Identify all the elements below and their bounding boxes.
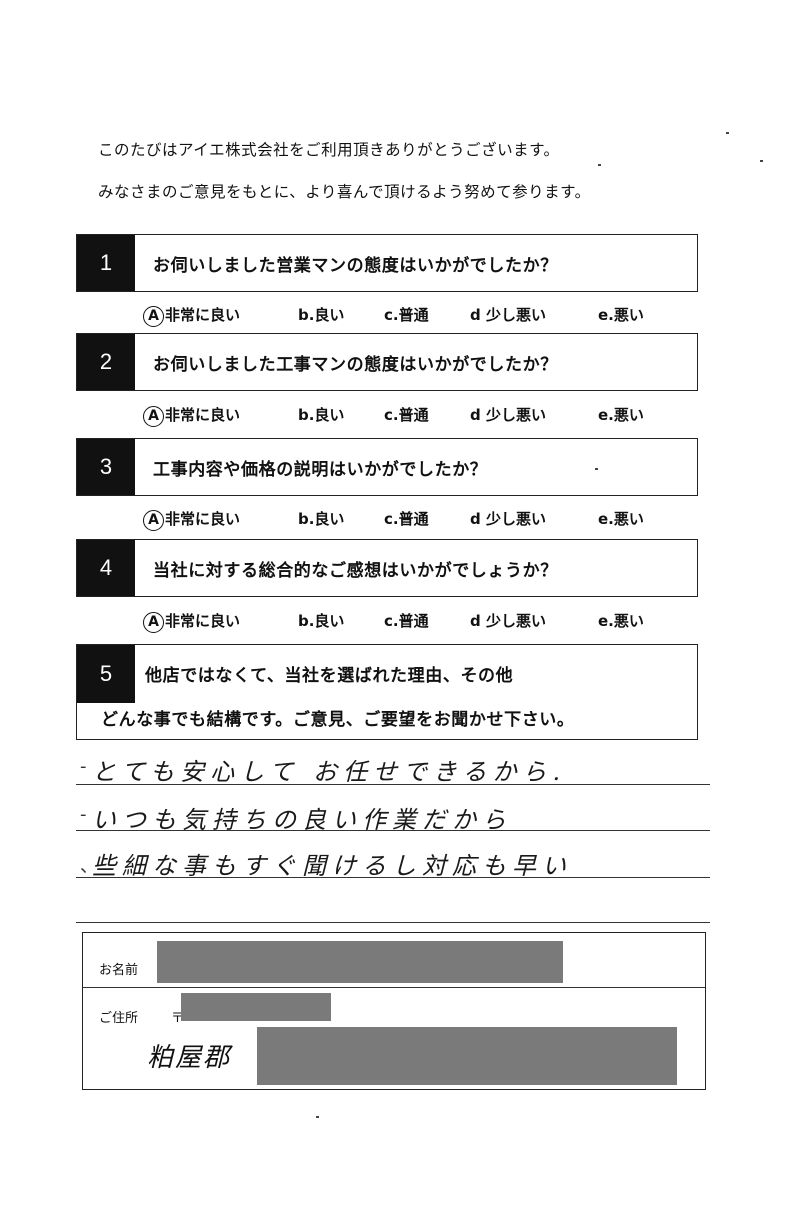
answer-mark: 、: [80, 856, 98, 877]
option-d[interactable]: d 少し悪い: [470, 406, 546, 424]
option-d[interactable]: d 少し悪い: [470, 510, 546, 528]
option-d[interactable]: d 少し悪い: [470, 306, 546, 324]
option-c[interactable]: c.普通: [384, 406, 429, 424]
option-a-circle-letter: A: [143, 510, 164, 531]
question-4: 4 当社に対する総合的なご感想はいかがでしょうか？: [76, 539, 698, 597]
redacted-name: [157, 941, 563, 983]
question-5: 5 他店ではなくて、当社を選ばれた理由、その他 どんな事でも結構です。ご意見、ご…: [76, 644, 698, 740]
handwritten-answer-2: いつも気持ちの良い作業だから: [92, 806, 512, 834]
info-divider: [83, 987, 705, 988]
handwritten-answer-3: 些細な事もすぐ聞けるし対応も早い: [92, 852, 572, 880]
option-b[interactable]: b.良い: [298, 306, 345, 324]
question-number: 4: [77, 540, 135, 596]
question-text: お伺いしました営業マンの態度はいかがでしたか？: [153, 255, 558, 276]
option-c[interactable]: c.普通: [384, 612, 429, 630]
option-e[interactable]: e.悪い: [598, 306, 644, 324]
option-a-circle-letter: A: [143, 306, 164, 327]
scan-speck: [598, 164, 601, 166]
handwritten-answer-1: とても安心して お任せできるから.: [92, 758, 567, 786]
option-b[interactable]: b.良い: [298, 406, 345, 424]
option-b[interactable]: b.良い: [298, 612, 345, 630]
scan-speck: [726, 132, 729, 134]
answer-rule: [76, 830, 710, 831]
scan-speck: [760, 160, 763, 162]
question-number: 5: [77, 645, 135, 703]
option-e[interactable]: e.悪い: [598, 406, 644, 424]
redacted-postal-code: [181, 993, 331, 1021]
answer-mark: -: [80, 804, 87, 825]
intro-line-1: このたびはアイエ株式会社をご利用頂きありがとうございます。: [98, 141, 560, 159]
option-c[interactable]: c.普通: [384, 510, 429, 528]
option-e[interactable]: e.悪い: [598, 510, 644, 528]
question-5-text-line-1: 他店ではなくて、当社を選ばれた理由、その他: [145, 666, 514, 686]
handwritten-address: 粕屋郡: [147, 1043, 232, 1073]
postal-mark: 〒: [171, 1011, 185, 1026]
question-2: 2 お伺いしました工事マンの態度はいかがでしたか？: [76, 333, 698, 391]
option-d[interactable]: d 少し悪い: [470, 612, 546, 630]
question-text: 当社に対する総合的なご感想はいかがでしょうか？: [153, 560, 558, 581]
option-b[interactable]: b.良い: [298, 510, 345, 528]
question-number: 2: [77, 334, 135, 390]
customer-info-box: お名前 ご住所 〒 粕屋郡: [82, 932, 706, 1090]
question-1: 1 お伺いしました営業マンの態度はいかがでしたか？: [76, 234, 698, 292]
redacted-address: [257, 1027, 677, 1085]
option-e[interactable]: e.悪い: [598, 612, 644, 630]
option-a-label: 非常に良い: [165, 406, 241, 424]
scan-speck: [595, 468, 598, 470]
name-label: お名前: [99, 963, 139, 978]
question-text: 工事内容や価格の説明はいかがでしたか？: [153, 459, 488, 480]
answer-mark: -: [80, 756, 87, 777]
question-number: 1: [77, 235, 135, 291]
question-5-text-line-2: どんな事でも結構です。ご意見、ご要望をお聞かせ下さい。: [101, 710, 575, 730]
answer-rule: [76, 922, 710, 923]
option-a-label: 非常に良い: [165, 510, 241, 528]
question-3: 3 工事内容や価格の説明はいかがでしたか？: [76, 438, 698, 496]
intro-line-2: みなさまのご意見をもとに、より喜んで頂けるよう努めて参ります。: [98, 183, 591, 201]
option-a-label: 非常に良い: [165, 612, 241, 630]
scan-speck: [316, 1116, 319, 1118]
option-a-label: 非常に良い: [165, 306, 241, 324]
option-c[interactable]: c.普通: [384, 306, 429, 324]
address-label: ご住所: [99, 1011, 139, 1026]
question-text: お伺いしました工事マンの態度はいかがでしたか？: [153, 354, 558, 375]
answer-rule: [76, 784, 710, 785]
option-a-circle-letter: A: [143, 612, 164, 633]
answer-rule: [76, 877, 710, 878]
question-number: 3: [77, 439, 135, 495]
option-a-circle-letter: A: [143, 406, 164, 427]
